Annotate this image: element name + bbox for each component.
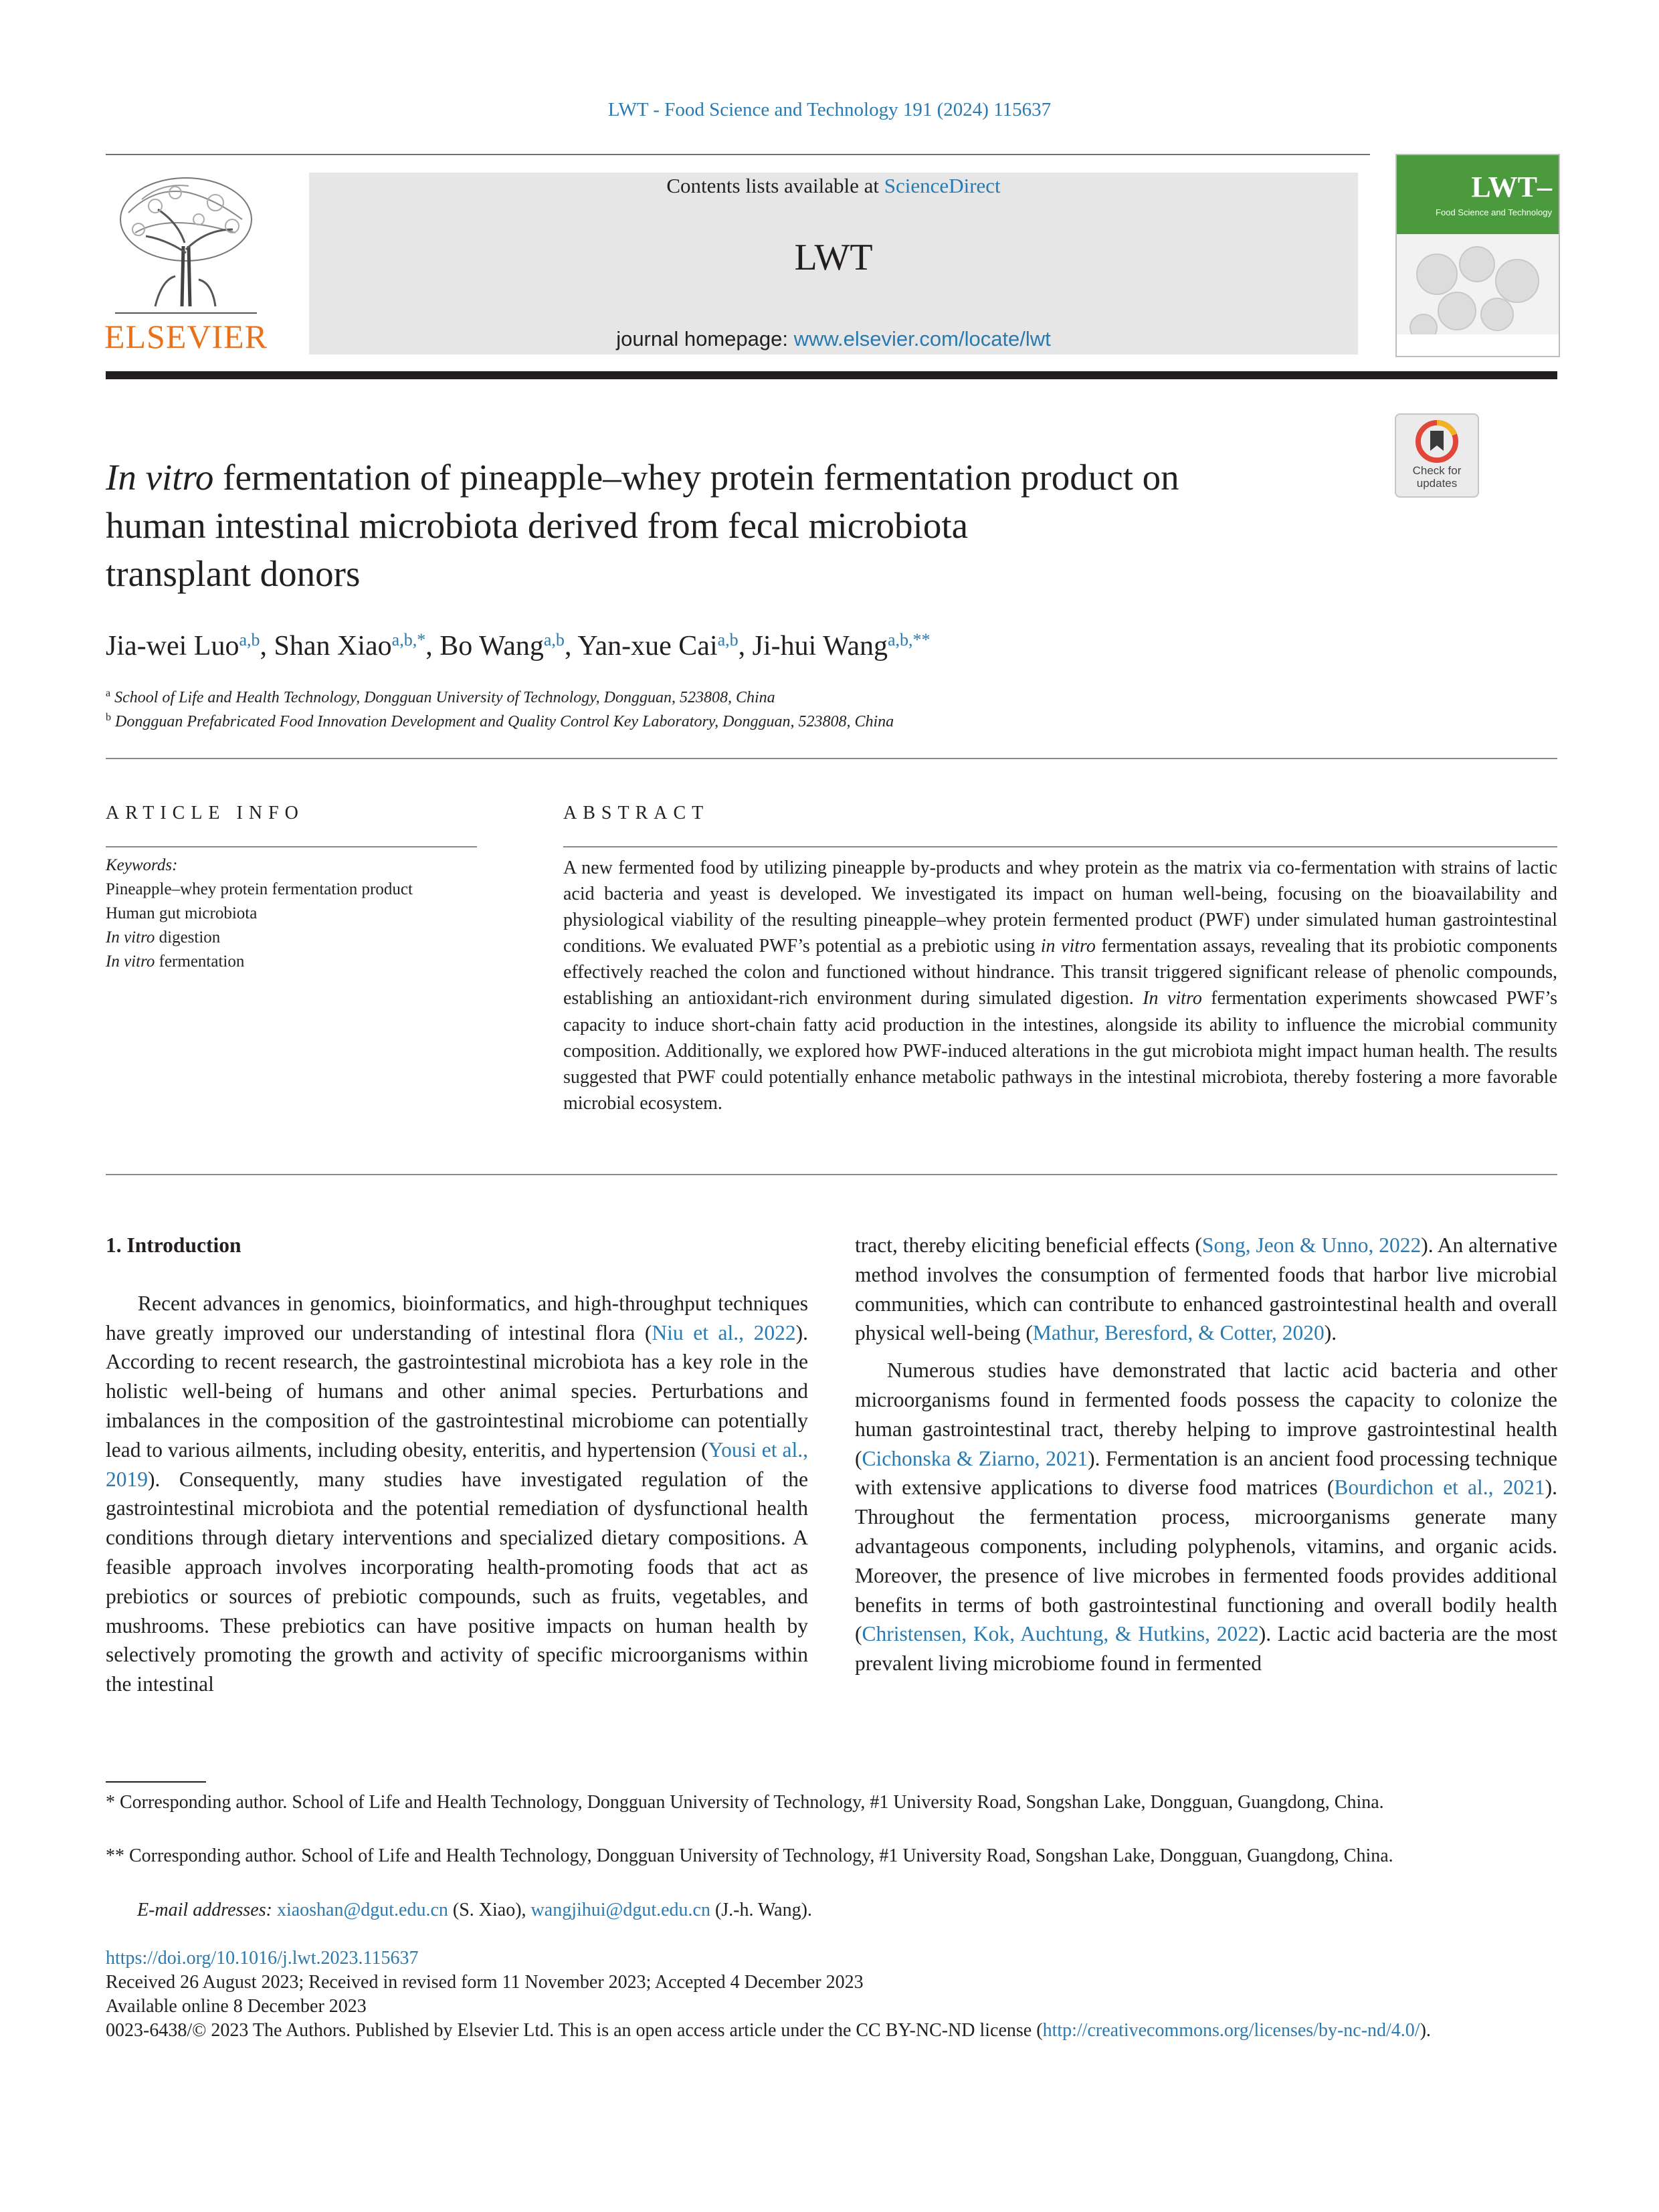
journal-homepage: journal homepage: www.elsevier.com/locat… xyxy=(616,327,1051,350)
publisher-wordmark: ELSEVIER xyxy=(104,318,268,355)
keyword-item: In vitro digestion xyxy=(106,928,221,946)
check-for-updates-label: Check for updates xyxy=(1412,464,1462,490)
license-statement: 0023-6438/© 2023 The Authors. Published … xyxy=(106,2020,1431,2041)
intro-paragraph-1: Recent advances in genomics, bioinformat… xyxy=(106,1291,808,1696)
journal-name: LWT xyxy=(794,237,873,278)
author-affiliation-mark[interactable]: a,b xyxy=(717,630,739,649)
footnote-corresponding-1: * Corresponding author. School of Life a… xyxy=(106,1792,1384,1813)
keywords-label: Keywords: xyxy=(106,856,178,874)
author-list: Jia-wei Luoa,b, Shan Xiaoa,b,*, Bo Wanga… xyxy=(106,630,931,662)
abstract-rule xyxy=(563,846,1557,847)
article-info-heading: ARTICLE INFO xyxy=(106,803,304,823)
author-affiliation-mark[interactable]: a,b xyxy=(239,630,260,649)
citation-link[interactable]: Mathur, Beresford, & Cotter, 2020 xyxy=(1032,1321,1325,1345)
keyword-item: Pineapple–whey protein fermentation prod… xyxy=(106,880,413,898)
keywords-block: Keywords: Pineapple–whey protein ferment… xyxy=(106,853,413,974)
article-info-rule xyxy=(106,846,477,847)
journal-header-box: Contents lists available at ScienceDirec… xyxy=(309,173,1358,355)
citation-link[interactable]: Yousi et al., 2019 xyxy=(106,1437,808,1491)
homepage-link[interactable]: www.elsevier.com/locate/lwt xyxy=(793,327,1051,350)
bookmark-icon xyxy=(1416,420,1458,463)
header-thick-rule xyxy=(106,371,1557,379)
author[interactable]: Shan Xiao xyxy=(274,631,392,662)
abstract-end-rule xyxy=(106,1174,1557,1175)
cover-banner: LWT– Food Science and Technology xyxy=(1397,155,1559,234)
author-affiliation-mark[interactable]: a,b,** xyxy=(888,630,931,649)
citation-link[interactable]: Christensen, Kok, Auchtung, & Hutkins, 2… xyxy=(862,1622,1259,1646)
affiliation-rule xyxy=(106,758,1557,759)
available-online: Available online 8 December 2023 xyxy=(106,1996,367,2017)
title-line-3: transplant donors xyxy=(106,553,361,594)
header-rule xyxy=(106,154,1370,155)
citation-link[interactable]: Cichonska & Ziarno, 2021 xyxy=(862,1446,1088,1470)
article-title: In vitro fermentation of pineapple–whey … xyxy=(106,454,1377,598)
title-line-2: human intestinal microbiota derived from… xyxy=(106,505,969,546)
article-metadata: https://doi.org/10.1016/j.lwt.2023.11563… xyxy=(106,1946,1557,2043)
abstract-text: A new fermented food by utilizing pineap… xyxy=(563,858,1557,1114)
intro-left-column: 1. Introduction Recent advances in genom… xyxy=(106,1231,808,1699)
check-for-updates-button[interactable]: Check for updates xyxy=(1395,413,1479,498)
intro-paragraph-2: Numerous studies have demonstrated that … xyxy=(855,1359,1558,1676)
journal-reference[interactable]: LWT - Food Science and Technology 191 (2… xyxy=(607,99,1052,120)
author[interactable]: Yan-xue Cai xyxy=(577,631,718,662)
author[interactable]: Jia-wei Luo xyxy=(106,631,239,662)
email-link[interactable]: wangjihui@dgut.edu.cn xyxy=(530,1900,710,1920)
keyword-item: Human gut microbiota xyxy=(106,904,258,922)
author[interactable]: Bo Wang xyxy=(440,631,544,662)
author[interactable]: Ji-hui Wang xyxy=(752,631,888,662)
author-affiliation-mark[interactable]: a,b xyxy=(543,630,565,649)
received-dates: Received 26 August 2023; Received in rev… xyxy=(106,1972,864,1993)
footnote-corresponding-2: ** Corresponding author. School of Life … xyxy=(106,1845,1393,1866)
intro-paragraph-1-cont: tract, thereby eliciting beneficial effe… xyxy=(855,1233,1558,1345)
citation-link[interactable]: Niu et al., 2022 xyxy=(652,1320,796,1344)
doi-link[interactable]: https://doi.org/10.1016/j.lwt.2023.11563… xyxy=(106,1948,419,1969)
title-line-1: In vitro fermentation of pineapple–whey … xyxy=(106,457,1179,498)
abstract-heading: ABSTRACT xyxy=(563,803,710,823)
citation-link[interactable]: Song, Jeon & Unno, 2022 xyxy=(1201,1233,1422,1257)
contents-line: Contents lists available at ScienceDirec… xyxy=(666,174,1001,197)
elsevier-logo: ELSEVIER xyxy=(102,173,270,360)
citation-link[interactable]: Bourdichon et al., 2021 xyxy=(1334,1476,1545,1500)
elsevier-tree-icon xyxy=(115,177,257,314)
license-link[interactable]: http://creativecommons.org/licenses/by-n… xyxy=(1042,2020,1420,2041)
footnote-emails: E-mail addresses: xiaoshan@dgut.edu.cn (… xyxy=(137,1900,812,1920)
cover-subtitle: Food Science and Technology xyxy=(1436,207,1552,217)
intro-right-column: tract, thereby eliciting beneficial effe… xyxy=(855,1231,1557,1678)
email-link[interactable]: xiaoshan@dgut.edu.cn xyxy=(276,1900,448,1920)
author-affiliation-mark[interactable]: a,b,* xyxy=(391,630,426,649)
footnote-rule xyxy=(106,1781,206,1783)
cover-title: LWT– xyxy=(1471,171,1552,203)
section-heading-introduction: 1. Introduction xyxy=(106,1233,241,1257)
cover-photo-icon xyxy=(1397,234,1559,356)
journal-cover-image[interactable]: LWT– Food Science and Technology xyxy=(1395,154,1560,357)
keyword-item: In vitro fermentation xyxy=(106,952,245,971)
sciencedirect-link[interactable]: ScienceDirect xyxy=(884,174,1001,197)
